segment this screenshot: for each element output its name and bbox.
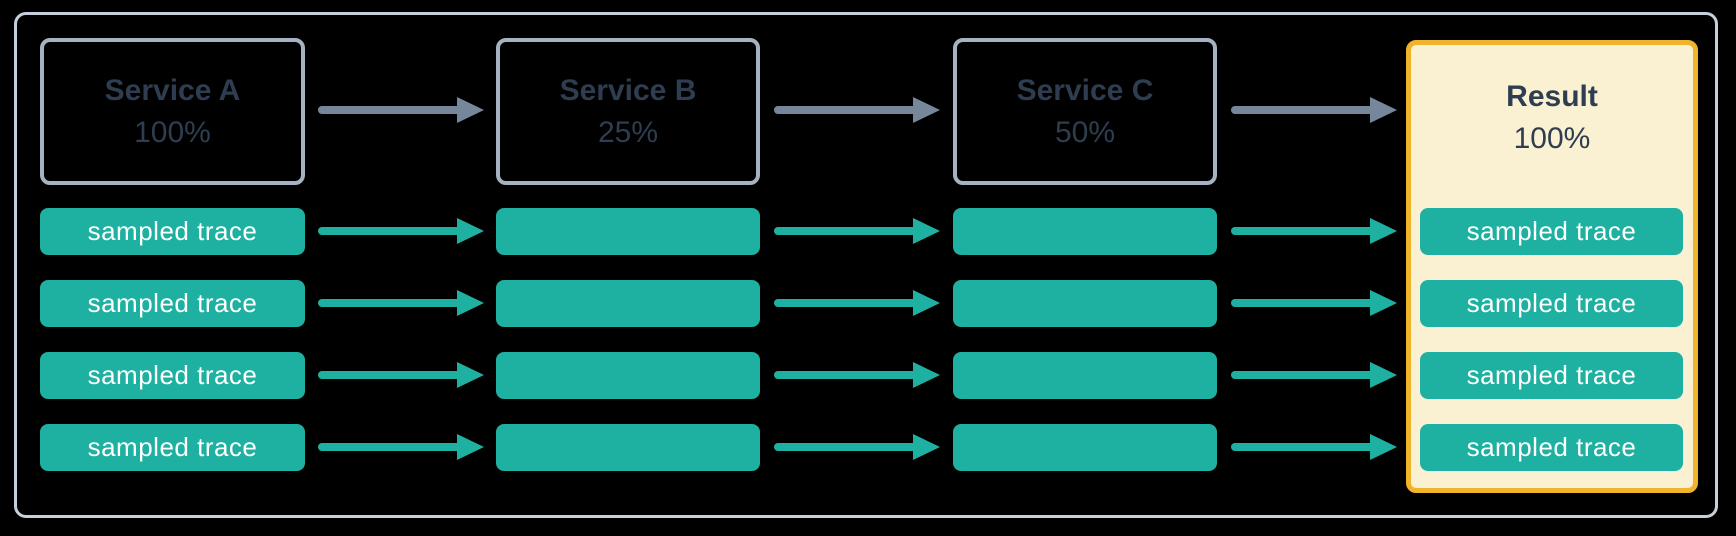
- teal-arrow-icon: [318, 434, 484, 460]
- service-c-box: Service C 50%: [953, 38, 1217, 185]
- teal-arrow-icon: [774, 362, 940, 388]
- trace-box-service-c: [953, 208, 1217, 255]
- teal-arrow-icon: [318, 362, 484, 388]
- trace-box-service-a: sampled trace: [40, 424, 305, 471]
- trace-box-service-a: sampled trace: [40, 280, 305, 327]
- trace-box-service-c: [953, 280, 1217, 327]
- teal-arrow-icon: [1231, 218, 1397, 244]
- trace-box-service-c: [953, 352, 1217, 399]
- trace-box-label: sampled trace: [1466, 360, 1637, 390]
- teal-arrow-icon: [318, 290, 484, 316]
- trace-box-label: sampled trace: [1466, 216, 1637, 246]
- teal-arrow-icon: [774, 218, 940, 244]
- trace-box-service-a: sampled trace: [40, 208, 305, 255]
- service-a-rate: 100%: [134, 115, 211, 149]
- gray-arrow-icon: [774, 97, 940, 123]
- trace-box-result: sampled trace: [1420, 352, 1683, 399]
- service-b-title: Service B: [559, 73, 697, 107]
- trace-box-service-a: sampled trace: [40, 352, 305, 399]
- teal-arrow-icon: [1231, 362, 1397, 388]
- trace-box-service-c: [953, 424, 1217, 471]
- service-a-title: Service A: [104, 73, 241, 107]
- teal-arrow-icon: [318, 218, 484, 244]
- result-title-block: Result 100%: [1411, 45, 1693, 190]
- teal-arrow-icon: [774, 434, 940, 460]
- service-b-box: Service B 25%: [496, 38, 760, 185]
- teal-arrow-icon: [774, 290, 940, 316]
- trace-box-label: sampled trace: [1466, 432, 1637, 462]
- trace-box-service-b: [496, 280, 760, 327]
- gray-arrow-icon: [1231, 97, 1397, 123]
- result-title: Result: [1506, 79, 1598, 113]
- trace-box-result: sampled trace: [1420, 280, 1683, 327]
- trace-box-result: sampled trace: [1420, 208, 1683, 255]
- result-box: Result 100%: [1406, 40, 1698, 493]
- trace-box-label: sampled trace: [1466, 288, 1637, 318]
- trace-box-label: sampled trace: [87, 216, 258, 246]
- trace-box-service-b: [496, 424, 760, 471]
- trace-box-label: sampled trace: [87, 288, 258, 318]
- teal-arrow-icon: [1231, 434, 1397, 460]
- gray-arrow-icon: [318, 97, 484, 123]
- service-a-box: Service A 100%: [40, 38, 305, 185]
- result-rate: 100%: [1513, 121, 1591, 155]
- service-b-rate: 25%: [597, 115, 659, 149]
- trace-box-service-b: [496, 352, 760, 399]
- service-c-title: Service C: [1016, 73, 1154, 107]
- trace-box-label: sampled trace: [87, 360, 258, 390]
- teal-arrow-icon: [1231, 290, 1397, 316]
- trace-box-service-b: [496, 208, 760, 255]
- service-c-rate: 50%: [1054, 115, 1116, 149]
- trace-box-label: sampled trace: [87, 432, 258, 462]
- trace-box-result: sampled trace: [1420, 424, 1683, 471]
- diagram-frame: [14, 12, 1718, 518]
